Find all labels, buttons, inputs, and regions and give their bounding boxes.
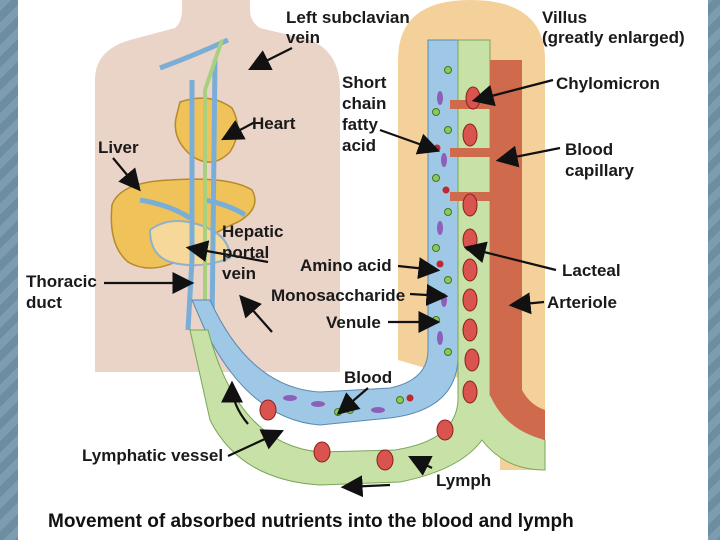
label-heart: Heart <box>252 114 296 133</box>
label-hepatic-2: portal <box>222 243 269 262</box>
label-lacteal: Lacteal <box>562 261 621 280</box>
label-amino-acid: Amino acid <box>300 256 392 275</box>
label-short-3: fatty <box>342 115 378 134</box>
label-thoracic-2: duct <box>26 293 62 312</box>
label-short-4: acid <box>342 136 376 155</box>
diagram-caption: Movement of absorbed nutrients into the … <box>48 511 574 532</box>
label-short: Short <box>342 73 387 92</box>
label-blood-capillary-2: capillary <box>565 161 635 180</box>
label-liver: Liver <box>98 138 139 157</box>
label-left-subclavian: Left subclavian <box>286 8 410 27</box>
label-villus-2: (greatly enlarged) <box>542 28 685 47</box>
label-arteriole: Arteriole <box>547 293 617 312</box>
label-hepatic: Hepatic <box>222 222 283 241</box>
label-monosaccharide: Monosaccharide <box>271 286 405 305</box>
label-blood: Blood <box>344 368 392 387</box>
label-lymphatic-vessel: Lymphatic vessel <box>82 446 223 465</box>
label-chylomicron: Chylomicron <box>556 74 660 93</box>
thoracic-duct-path <box>203 39 224 300</box>
label-blood-capillary: Blood <box>565 140 613 159</box>
label-short-2: chain <box>342 94 386 113</box>
label-pointers <box>104 47 561 498</box>
label-villus: Villus <box>542 8 587 27</box>
label-lymph: Lymph <box>436 471 491 490</box>
label-thoracic: Thoracic <box>26 272 97 291</box>
label-left-subclavian-2: vein <box>286 28 320 47</box>
vein-network <box>139 37 247 331</box>
label-venule: Venule <box>326 313 381 332</box>
label-hepatic-3: vein <box>222 264 256 283</box>
